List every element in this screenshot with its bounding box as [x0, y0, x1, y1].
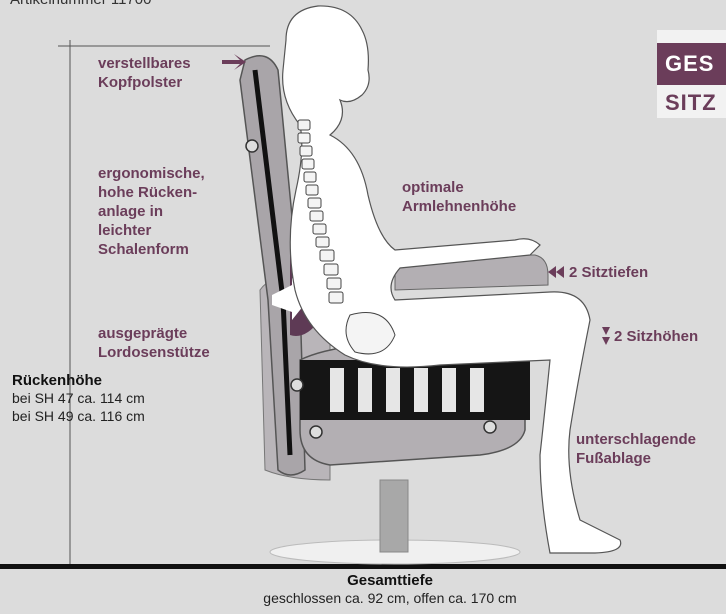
back-height-line: bei SH 47 ca. 114 cm [12, 389, 145, 407]
back-height-info: Rückenhöhe bei SH 47 ca. 114 cm bei SH 4… [12, 372, 145, 425]
article-number: Artikelnummer 11700 [10, 0, 151, 8]
backrest-label-line: anlage in [98, 202, 205, 221]
seat-height-label: 2 Sitzhöhen [614, 327, 698, 346]
armrest-label-line: Armlehnenhöhe [402, 197, 516, 216]
seat-depth-label: 2 Sitztiefen [569, 263, 648, 282]
backrest-label-line: Schalenform [98, 240, 205, 259]
lumbar-label-line: Lordosenstütze [98, 343, 210, 362]
back-height-line: bei SH 49 ca. 116 cm [12, 407, 145, 425]
lumbar-label-line: ausgeprägte [98, 324, 210, 343]
brand-line-2: SITZ [665, 90, 717, 116]
chair-column [380, 480, 408, 552]
footrest-label-line: Fußablage [576, 449, 696, 468]
armrest-label-line: optimale [402, 178, 516, 197]
brand-logo: GES SITZ [657, 30, 726, 118]
backrest-label-line: leichter [98, 221, 205, 240]
total-depth-info: Gesamttiefe geschlossen ca. 92 cm, offen… [200, 572, 580, 607]
back-height-title: Rückenhöhe [12, 372, 145, 389]
backrest-label-line: hohe Rücken- [98, 183, 205, 202]
seat-depth-arrow-icon [548, 266, 564, 278]
footrest-label: unterschlagende Fußablage [576, 430, 696, 468]
total-depth-text: geschlossen ca. 92 cm, offen ca. 170 cm [200, 589, 580, 607]
armrest-label: optimale Armlehnenhöhe [402, 178, 516, 216]
lumbar-label: ausgeprägte Lordosenstütze [98, 324, 210, 362]
headrest-label-line: verstellbares [98, 54, 191, 73]
seat-height-arrow-icon [602, 327, 610, 345]
backrest-label-line: ergonomische, [98, 164, 205, 183]
total-depth-title: Gesamttiefe [200, 572, 580, 589]
headrest-label-line: Kopfpolster [98, 73, 191, 92]
brand-line-1: GES [657, 43, 726, 85]
headrest-label: verstellbares Kopfpolster [98, 54, 191, 92]
floor-line [0, 564, 726, 569]
backrest-label: ergonomische, hohe Rücken- anlage in lei… [98, 164, 205, 259]
footrest-label-line: unterschlagende [576, 430, 696, 449]
